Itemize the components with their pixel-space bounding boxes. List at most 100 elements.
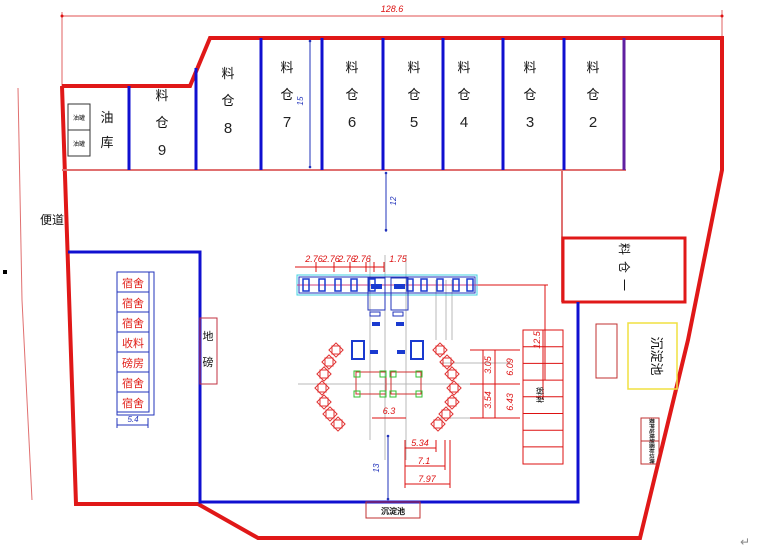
- hopper: [466, 278, 474, 292]
- silo-base: [442, 357, 452, 367]
- bin-3-char-1: 料: [523, 61, 536, 76]
- plant-boundary: [68, 250, 580, 504]
- bin-7-number: 7: [283, 114, 291, 131]
- gap-label: 12: [389, 196, 398, 205]
- bin-8: 料仓 8: [221, 67, 234, 137]
- hopper: [452, 278, 460, 292]
- silo-base: [441, 409, 451, 419]
- notice-board-label: 搅拌站规划图标识牌: [648, 418, 655, 463]
- bin-4-char-2: 仓: [457, 88, 470, 103]
- bin-5-char-1: 料: [407, 61, 420, 76]
- silo-base: [317, 383, 327, 393]
- silo-base: [447, 397, 457, 407]
- bin-2: 料仓2: [586, 61, 599, 131]
- building-2: 宿舍: [122, 296, 144, 310]
- right-dim-upper: 3.05: [483, 355, 493, 374]
- oil-depot-char-1: 油: [100, 111, 113, 126]
- bin-3-number: 3: [526, 114, 534, 131]
- silo-base: [449, 383, 459, 393]
- marker-square: [3, 270, 7, 274]
- building-3: 宿舍: [122, 316, 144, 330]
- hopper: [334, 278, 342, 292]
- buildings-width-label: 5.4: [127, 415, 139, 424]
- silo-base: [324, 357, 334, 367]
- bin-4-number: 4: [460, 114, 468, 131]
- bin-3: 料仓 3: [523, 61, 536, 131]
- bin-6-char-1: 料: [345, 61, 358, 76]
- building-1: 宿舍: [122, 276, 144, 290]
- bin-5-number: 5: [410, 114, 418, 131]
- silo: [322, 406, 338, 422]
- hopper: [318, 278, 326, 292]
- bottom-dim-2: 7.1: [418, 456, 431, 466]
- bin-9-char-2: 仓: [155, 116, 168, 131]
- bin-2-number: 2: [589, 114, 597, 131]
- silo: [430, 416, 446, 432]
- bin-4: 料仓4: [457, 61, 470, 131]
- site-boundary: [60, 36, 724, 540]
- silo-base: [333, 419, 343, 429]
- small-structure: [595, 323, 618, 379]
- bin-6-number: 6: [348, 114, 356, 131]
- silo: [438, 406, 454, 422]
- aggregate-hoppers: [302, 278, 474, 292]
- bin-8-char-2: 仓: [221, 94, 234, 109]
- silo: [330, 416, 346, 432]
- building-6: 宿舍: [122, 376, 144, 390]
- stair-block: 12.5 楼梯: [522, 329, 564, 465]
- bin-5: 料仓 5: [407, 61, 420, 131]
- hopper: [436, 278, 444, 292]
- oil-tank-2: 油罐: [73, 140, 85, 148]
- right-dimensions: [470, 284, 548, 419]
- hopper-dim-5: 1.75: [389, 254, 408, 264]
- hopper: [350, 278, 358, 292]
- lower-vertical-label: 13: [372, 463, 381, 472]
- weighbridge: 地 磅: [199, 317, 218, 385]
- oil-tank-1: 油罐: [73, 114, 85, 122]
- bin-8-char-1: 料: [221, 67, 234, 82]
- bin-6: 料仓 6: [345, 61, 358, 131]
- sedimentation-tank-label: 沉淀池: [381, 506, 405, 516]
- settling-pond: 沉淀池: [627, 322, 678, 390]
- bin-7: 料仓7: [280, 61, 293, 131]
- silo-base: [319, 369, 329, 379]
- road-char-1: 便道: [40, 213, 64, 227]
- bottom-dim-1: 5.34: [411, 438, 429, 448]
- overall-dimension: 128.6: [60, 4, 724, 90]
- sedimentation-tank: 沉淀池: [365, 501, 421, 519]
- lower-vertical-dimension: 13: [372, 434, 390, 501]
- building-5: 磅房: [122, 356, 144, 370]
- silo-base: [331, 345, 341, 355]
- stair-label: 楼梯: [535, 387, 545, 403]
- gap-dimension: 12: [384, 171, 398, 232]
- silo: [446, 380, 462, 396]
- bin-7-char-2: 仓: [280, 88, 293, 103]
- hopper-dimensions: 2.76 2.76 2.76 2.76 1.75: [295, 254, 408, 272]
- silo: [316, 394, 332, 410]
- right-dim-lower: 3.54: [483, 391, 493, 409]
- silo: [314, 380, 330, 396]
- silo: [444, 394, 460, 410]
- weighbridge-char-1: 地: [203, 330, 214, 343]
- bin-height-dimension: 15: [296, 39, 312, 169]
- right-dim-bottom: 6.43: [505, 393, 515, 411]
- center-dim-label: 6.3: [383, 406, 396, 416]
- hopper-dim-4: 2.76: [352, 254, 371, 264]
- silo-base: [319, 397, 329, 407]
- notice-board: 搅拌站规划图标识牌: [640, 417, 660, 465]
- bin-3-char-2: 仓: [523, 88, 536, 103]
- bin-8-number: 8: [224, 120, 232, 137]
- hopper: [302, 278, 310, 292]
- buildings-width-dimension: 5.4: [116, 415, 149, 428]
- silo-base: [435, 345, 445, 355]
- hopper-dim-2: 2.76: [321, 254, 340, 264]
- silo-base: [433, 419, 443, 429]
- silo-base: [447, 369, 457, 379]
- bin-6-char-2: 仓: [345, 88, 358, 103]
- bin-5-char-2: 仓: [407, 88, 420, 103]
- bin-2-char-1: 料: [586, 61, 599, 76]
- bin-1-label: 料仓一: [617, 243, 631, 297]
